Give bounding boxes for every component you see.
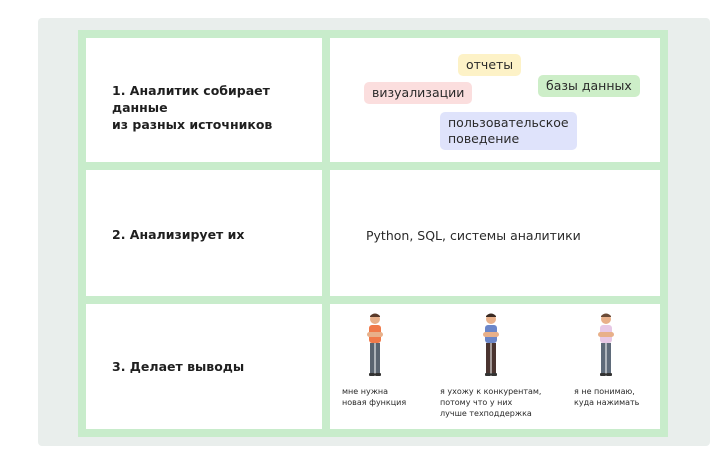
row-3-label-cell: 3. Делает выводы (86, 304, 322, 429)
person-3-caption: я не понимаю, куда нажимать (574, 386, 639, 408)
row-2-label-cell: 2. Анализирует их (86, 170, 322, 296)
row-1-content-cell: отчеты базы данных визуализации пользова… (330, 38, 660, 162)
person-2-caption-line1: я ухожу к конкурентам, (440, 387, 542, 396)
person-1-caption-line2: новая функция (342, 398, 407, 407)
source-tag-user-behavior-line2: поведение (448, 131, 520, 146)
tools-text: Python, SQL, системы аналитики (366, 228, 581, 243)
person-1-caption: мне нужна новая функция (342, 386, 406, 408)
row-1-label-cell: 1. Аналитик собирает данные из разных ис… (86, 38, 322, 162)
process-table: 1. Аналитик собирает данные из разных ис… (78, 30, 668, 437)
person-3-caption-line1: я не понимаю, (574, 387, 635, 396)
row-2-label: 2. Анализирует их (112, 227, 245, 242)
source-tag-user-behavior-line1: пользовательское (448, 115, 569, 130)
row-3-label: 3. Делает выводы (112, 359, 245, 374)
row-1-label-line1: 1. Аналитик собирает данные (112, 83, 270, 115)
source-tag-user-behavior: пользовательское поведение (440, 112, 577, 150)
person-2-illustration (483, 313, 499, 376)
person-2-caption-line2: потому что у них (440, 398, 513, 407)
row-1-label-line2: из разных источников (112, 117, 273, 132)
row-3-content-cell: мне нужна новая функция я ухожу к конкур… (330, 304, 660, 429)
source-tag-reports: отчеты (458, 54, 522, 76)
person-1-caption-line1: мне нужна (342, 387, 389, 396)
person-3-illustration (598, 313, 614, 376)
person-2-caption-line3: лучше техподдержка (440, 409, 532, 418)
row-1-label: 1. Аналитик собирает данные из разных ис… (112, 82, 322, 133)
row-2-content-cell: Python, SQL, системы аналитики (330, 170, 660, 296)
source-tag-databases: базы данных (538, 75, 640, 97)
person-2-caption: я ухожу к конкурентам, потому что у них … (440, 386, 541, 419)
person-3-caption-line2: куда нажимать (574, 398, 640, 407)
source-tag-visualizations: визуализации (364, 82, 473, 104)
person-1-illustration (367, 313, 383, 376)
